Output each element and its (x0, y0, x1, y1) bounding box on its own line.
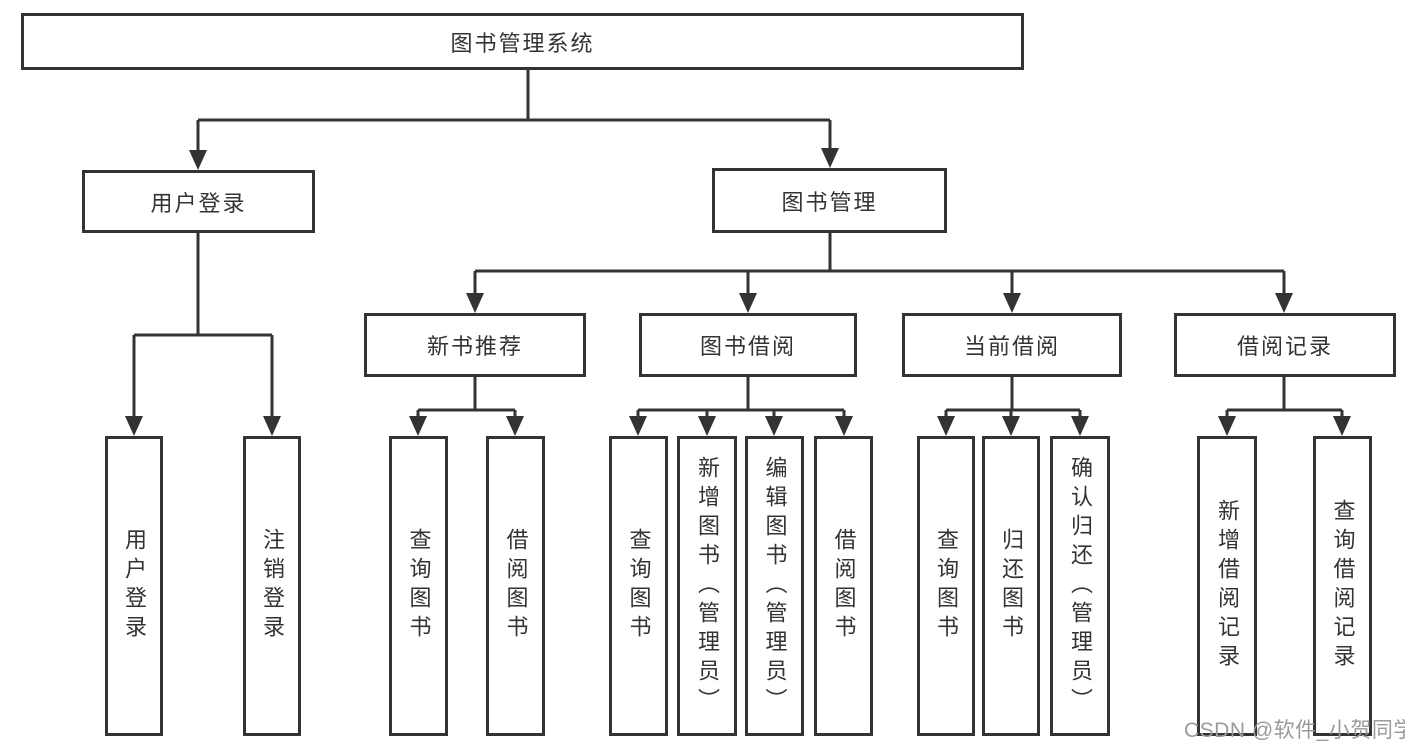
node-user-login-label: 用户登录 (150, 190, 247, 216)
node-new-book-recommend-label: 新书推荐 (426, 334, 523, 359)
node-book-borrow: 图书借阅 (639, 313, 857, 377)
leaf-bb-edit-book-label: 编辑图书（管理员） (762, 455, 788, 717)
node-new-book-recommend: 新书推荐 (364, 313, 586, 377)
node-book-borrow-label: 图书借阅 (699, 334, 796, 359)
node-user-login: 用户登录 (82, 170, 315, 233)
node-book-management: 图书管理 (712, 168, 947, 233)
connector-user-login-to-leaves (132, 233, 274, 422)
connector-borrow-record-to-leaves (1225, 377, 1344, 422)
node-current-borrow: 当前借阅 (902, 313, 1122, 377)
leaf-nb-borrow-book-label: 借阅图书 (503, 528, 529, 644)
node-borrow-record-label: 借阅记录 (1236, 334, 1333, 359)
leaf-logout-login: 注销登录 (243, 436, 301, 736)
leaf-bb-add-book: 新增图书（管理员） (677, 436, 737, 736)
leaf-cb-query-book: 查询图书 (917, 436, 975, 736)
leaf-br-query-record-label: 查询借阅记录 (1330, 499, 1356, 673)
leaf-user-login-label: 用户登录 (122, 528, 147, 644)
leaf-nb-borrow-book: 借阅图书 (486, 436, 545, 736)
leaf-nb-query-book-label: 查询图书 (406, 528, 432, 644)
leaf-cb-confirm-return-label: 确认归还（管理员） (1068, 455, 1093, 717)
connector-current-borrow-to-leaves (944, 377, 1082, 422)
node-root-label: 图书管理系统 (450, 30, 595, 56)
leaf-logout-login-label: 注销登录 (260, 528, 285, 644)
connector-book-management-to-level3 (473, 233, 1286, 299)
node-book-management-label: 图书管理 (781, 189, 878, 215)
leaf-user-login: 用户登录 (105, 436, 163, 736)
connector-root-to-level2 (196, 70, 832, 156)
node-borrow-record: 借阅记录 (1174, 313, 1396, 377)
leaf-br-add-record: 新增借阅记录 (1197, 436, 1257, 736)
leaf-cb-query-book-label: 查询图书 (934, 528, 959, 644)
leaf-br-add-record-label: 新增借阅记录 (1215, 499, 1240, 673)
leaf-bb-query-book: 查询图书 (609, 436, 668, 736)
leaf-bb-edit-book: 编辑图书（管理员） (745, 436, 804, 736)
leaf-bb-borrow-book: 借阅图书 (814, 436, 873, 736)
leaf-bb-add-book-label: 新增图书（管理员） (695, 455, 720, 717)
leaf-bb-borrow-book-label: 借阅图书 (831, 528, 857, 644)
connector-book-borrow-to-leaves (636, 377, 846, 422)
leaf-cb-confirm-return: 确认归还（管理员） (1050, 436, 1110, 736)
node-root: 图书管理系统 (21, 13, 1024, 70)
leaf-cb-return-book-label: 归还图书 (999, 528, 1024, 644)
leaf-br-query-record: 查询借阅记录 (1313, 436, 1372, 736)
leaf-bb-query-book-label: 查询图书 (626, 528, 652, 644)
connector-new-book-recommend-to-leaves (416, 377, 517, 422)
leaf-cb-return-book: 归还图书 (982, 436, 1040, 736)
leaf-nb-query-book: 查询图书 (389, 436, 448, 736)
watermark: CSDN @软件_小贺同学 (1184, 719, 1405, 742)
node-current-borrow-label: 当前借阅 (963, 334, 1060, 359)
